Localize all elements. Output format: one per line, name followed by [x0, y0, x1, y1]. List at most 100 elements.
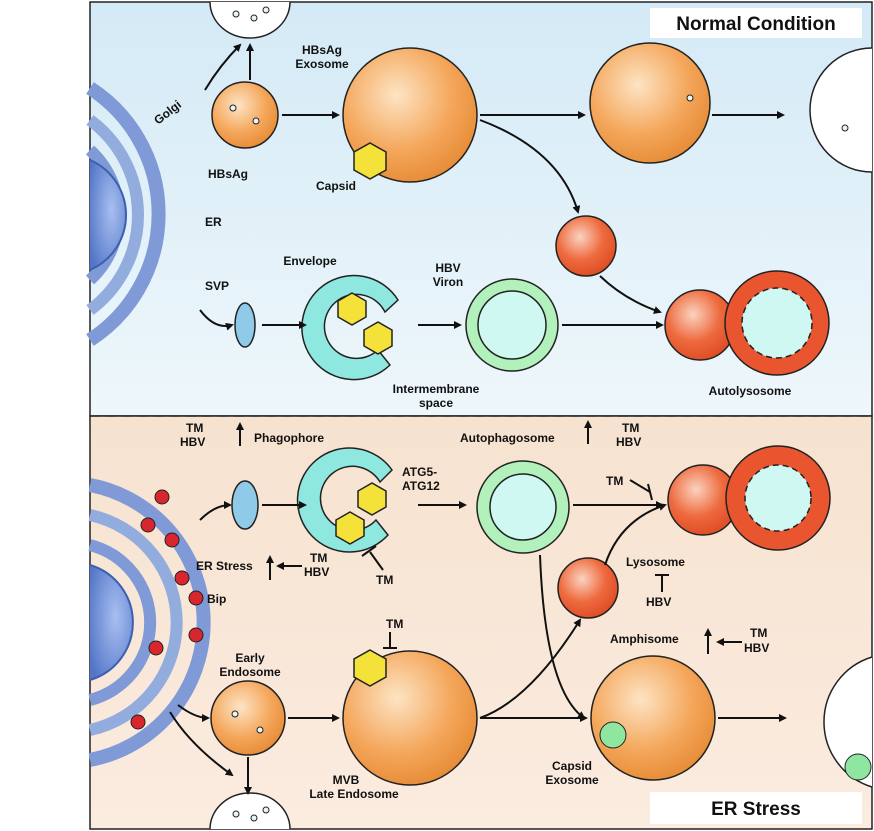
tm-label: TM: [750, 626, 767, 640]
lysosome-bottom: [557, 557, 619, 619]
bip-dot: [164, 532, 180, 548]
autolysosome-inner: [741, 287, 813, 359]
amphisome: [590, 655, 716, 781]
particle: [250, 14, 258, 22]
nucleus: [89, 159, 128, 271]
tm-label: TM: [186, 421, 203, 435]
capsid-label: Capsid: [316, 179, 356, 193]
lysosome-top: [555, 215, 617, 277]
bip-dot: [148, 640, 164, 656]
particle: [262, 806, 270, 814]
bottom-title-box: [650, 792, 862, 824]
bip-dot: [130, 714, 146, 730]
particle: [252, 117, 260, 125]
capsid-exosome: [599, 721, 627, 749]
arrow: [177, 704, 210, 722]
autolysosome-label: Autolysosome: [709, 384, 792, 398]
mvb-label-2: Late Endosome: [309, 787, 399, 801]
er-sheet: [86, 115, 144, 315]
er-complex-top: [85, 82, 166, 346]
arrow: [199, 309, 234, 331]
er-label: ER: [205, 215, 222, 229]
hbv-label: HBV: [744, 641, 769, 655]
phagophore: [296, 447, 393, 553]
hbsag-exosome-label-1: HBsAg: [302, 43, 342, 57]
er-complex-bottom: [88, 478, 211, 767]
hbv-label: HBV: [180, 435, 205, 449]
arrow: [599, 275, 662, 314]
arrow: [604, 503, 667, 566]
inhibit-marker: [361, 545, 384, 571]
arrow: [479, 119, 581, 214]
atg5-label: ATG5-: [402, 465, 437, 479]
bip-dot: [188, 590, 204, 606]
bip-dot: [188, 627, 204, 643]
autophagosome-label: Autophagosome: [460, 431, 555, 445]
tm-label: TM: [386, 617, 403, 631]
envelope-label: Envelope: [283, 254, 337, 268]
particle: [232, 10, 240, 18]
particle: [232, 810, 240, 818]
bip-dot: [154, 489, 170, 505]
capsid-hexagon: [353, 142, 387, 180]
atg12-label: ATG12: [402, 479, 440, 493]
mvb-label-1: MVB: [333, 773, 360, 787]
capsid-hexagon: [363, 321, 393, 355]
early-endosome: [210, 680, 286, 756]
er-stress-label: ER Stress: [196, 559, 253, 573]
particle: [256, 726, 264, 734]
capsid-hexagon: [335, 511, 365, 545]
hbsag-label: HBsAg: [208, 167, 248, 181]
tm-label: TM: [622, 421, 639, 435]
particle: [262, 6, 270, 14]
intermembrane-label-1: Intermembrane: [393, 382, 480, 396]
autophagosome-inner: [489, 473, 557, 541]
exosome-large: [589, 42, 711, 164]
inhibit-marker: [383, 632, 397, 649]
top-title-box: [650, 8, 862, 38]
panel-title-er-stress: ER Stress: [711, 799, 801, 820]
hbsag-exosome-label-2: Exosome: [295, 57, 349, 71]
early-endosome-label-1: Early: [235, 651, 265, 665]
er-sheet: [88, 509, 183, 736]
bip-dot: [174, 570, 190, 586]
capsid-exosome: [844, 753, 872, 781]
inhibit-marker: [629, 479, 653, 501]
tm-label: TM: [606, 474, 623, 488]
capsid-hexagon: [353, 649, 387, 687]
arrow: [199, 501, 232, 521]
particle: [231, 710, 239, 718]
hbv-viron-inner: [477, 290, 547, 360]
capsid-exosome-label-1: Capsid: [552, 759, 592, 773]
arrow: [539, 554, 586, 720]
panel-title-normal: Normal Condition: [676, 14, 835, 35]
svp-label: SVP: [205, 279, 229, 293]
nucleus: [89, 564, 134, 681]
er-sheet: [88, 539, 157, 706]
hbv-viron-label-2: Viron: [433, 275, 463, 289]
particle: [841, 124, 849, 132]
particle: [250, 814, 258, 822]
capsid-hexagon: [337, 292, 367, 326]
arrow: [169, 711, 234, 777]
particle: [686, 94, 694, 102]
mvb-late-endosome: [342, 650, 478, 786]
capsid-hexagon: [357, 482, 387, 516]
lysosome-label: Lysosome: [626, 555, 685, 569]
svp-vesicle: [234, 302, 256, 348]
hbv-label: HBV: [616, 435, 641, 449]
arrow: [204, 43, 242, 91]
early-endosome-label-2: Endosome: [219, 665, 281, 679]
capsid-exosome-label-2: Exosome: [545, 773, 599, 787]
tm-label: TM: [310, 551, 327, 565]
amphisome-label: Amphisome: [610, 632, 679, 646]
plasma-membrane-release: [809, 47, 873, 173]
inhibit-marker: [655, 574, 669, 592]
hbv-label: HBV: [646, 595, 671, 609]
bip-label: Bip: [207, 592, 226, 606]
er-sheet: [88, 478, 211, 767]
tm-label: TM: [376, 573, 393, 587]
hbv-viron-label-1: HBV: [435, 261, 460, 275]
